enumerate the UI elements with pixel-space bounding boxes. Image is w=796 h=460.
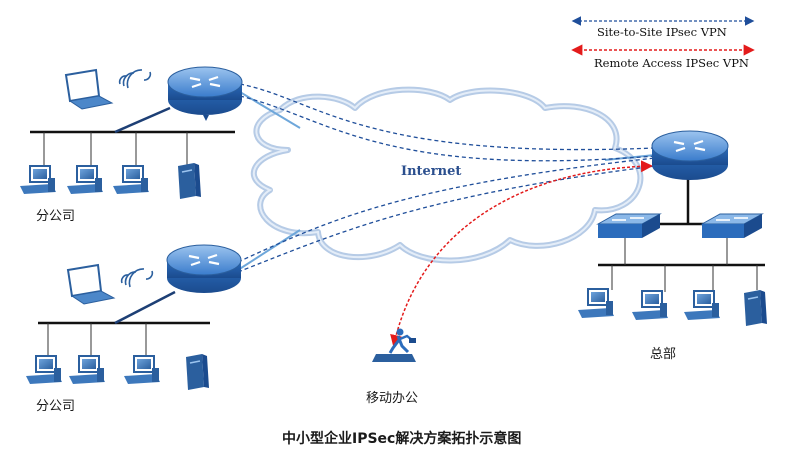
branch-1-pc-icon bbox=[67, 165, 103, 194]
legend-site-to-site-label: Site-to-Site IPsec VPN bbox=[597, 25, 727, 39]
headquarters-pc-icon bbox=[578, 288, 614, 318]
headquarters-switch-icon bbox=[596, 213, 662, 238]
branch-1-pc-icon bbox=[113, 165, 149, 194]
headquarters-label: 总部 bbox=[650, 347, 677, 362]
branch-1-network bbox=[20, 66, 243, 199]
headquarters-server-icon bbox=[744, 290, 767, 326]
uplink-branch2 bbox=[237, 229, 301, 271]
branch-2-pc-icon bbox=[124, 355, 160, 384]
branch-1-server-icon bbox=[178, 163, 201, 199]
headquarters-pc-icon bbox=[684, 290, 720, 320]
branch-2-network bbox=[26, 244, 242, 390]
headquarters-switch-icon bbox=[700, 213, 764, 238]
branch-1-router-icon bbox=[167, 66, 243, 121]
headquarters-router-icon bbox=[651, 130, 729, 180]
remote-access-tunnel bbox=[390, 160, 653, 347]
headquarters-pc-icon bbox=[632, 290, 668, 320]
headquarters-network bbox=[578, 130, 767, 326]
branch-1-laptop-icon bbox=[64, 68, 152, 110]
branch-2-router-icon bbox=[166, 244, 242, 293]
branch-2-pc-icon bbox=[26, 355, 62, 384]
branch-1-pc-icon bbox=[20, 165, 56, 194]
branch-1-label: 分公司 bbox=[36, 209, 76, 224]
branch-2-server-icon bbox=[186, 354, 209, 390]
legend-remote-access-label: Remote Access IPSec VPN bbox=[594, 56, 749, 70]
mobile-office-label: 移动办公 bbox=[366, 391, 419, 406]
internet-label: Internet bbox=[401, 164, 462, 179]
branch-2-label: 分公司 bbox=[36, 399, 76, 414]
diagram-caption: 中小型企业IPSec解决方案拓扑示意图 bbox=[282, 431, 522, 447]
branch-2-pc-icon bbox=[69, 355, 105, 384]
branch-2-laptop-icon bbox=[66, 263, 154, 305]
mobile-user-icon bbox=[372, 328, 416, 362]
